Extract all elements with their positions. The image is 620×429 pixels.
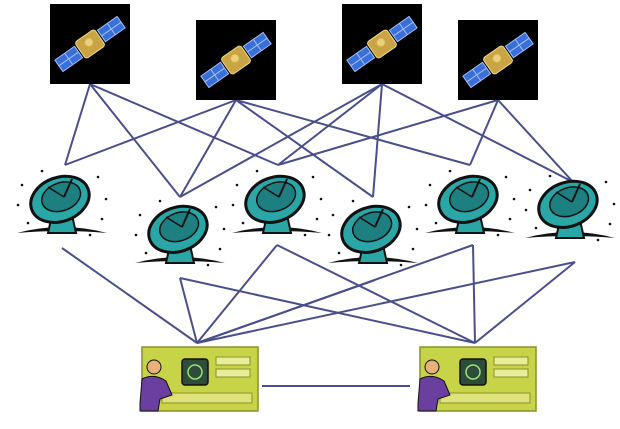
link-sat-4-dish-6 [497, 99, 574, 183]
link-sat-4-dish-3 [277, 99, 499, 166]
control-station-icon [417, 346, 537, 412]
link-dish-5-station-2 [472, 244, 476, 344]
links-layer [61, 83, 576, 387]
link-sat-2-dish-2 [179, 99, 237, 198]
link-sat-2-dish-5 [235, 99, 471, 166]
control-station-icon [139, 346, 259, 412]
link-dish-2-station-1 [179, 277, 198, 344]
dish-antenna-icon [424, 169, 516, 237]
link-sat-3-dish-2 [179, 83, 383, 198]
dish-antenna-icon [524, 174, 616, 242]
dish-antenna-icon [327, 199, 419, 267]
satellite-icon [196, 20, 276, 100]
link-sat-1-dish-3 [89, 83, 279, 166]
link-sat-1-dish-1 [64, 83, 91, 166]
link-sat-1-dish-2 [89, 83, 181, 198]
satellite-icon [50, 4, 130, 84]
link-dish-6-station-1 [196, 261, 576, 344]
satellite-icon [342, 4, 422, 84]
dish-antenna-icon [134, 199, 226, 267]
dish-antenna-icon [16, 169, 108, 237]
dish-antenna-icon [231, 169, 323, 237]
link-dish-3-station-2 [276, 244, 476, 344]
link-dish-2-station-2 [179, 277, 476, 344]
link-sat-2-dish-1 [64, 99, 237, 166]
link-sat-2-dish-4 [235, 99, 374, 198]
link-sat-3-dish-4 [372, 83, 383, 198]
link-sat-3-dish-3 [277, 83, 383, 166]
nodes-layer [16, 4, 616, 412]
link-sat-4-dish-5 [469, 99, 499, 166]
link-dish-6-station-2 [474, 261, 576, 344]
link-sat-3-dish-6 [381, 83, 574, 183]
link-dish-1-station-1 [61, 247, 198, 344]
link-dish-3-station-1 [196, 244, 278, 344]
satellite-icon [458, 20, 538, 100]
link-dish-5-station-1 [196, 244, 474, 344]
